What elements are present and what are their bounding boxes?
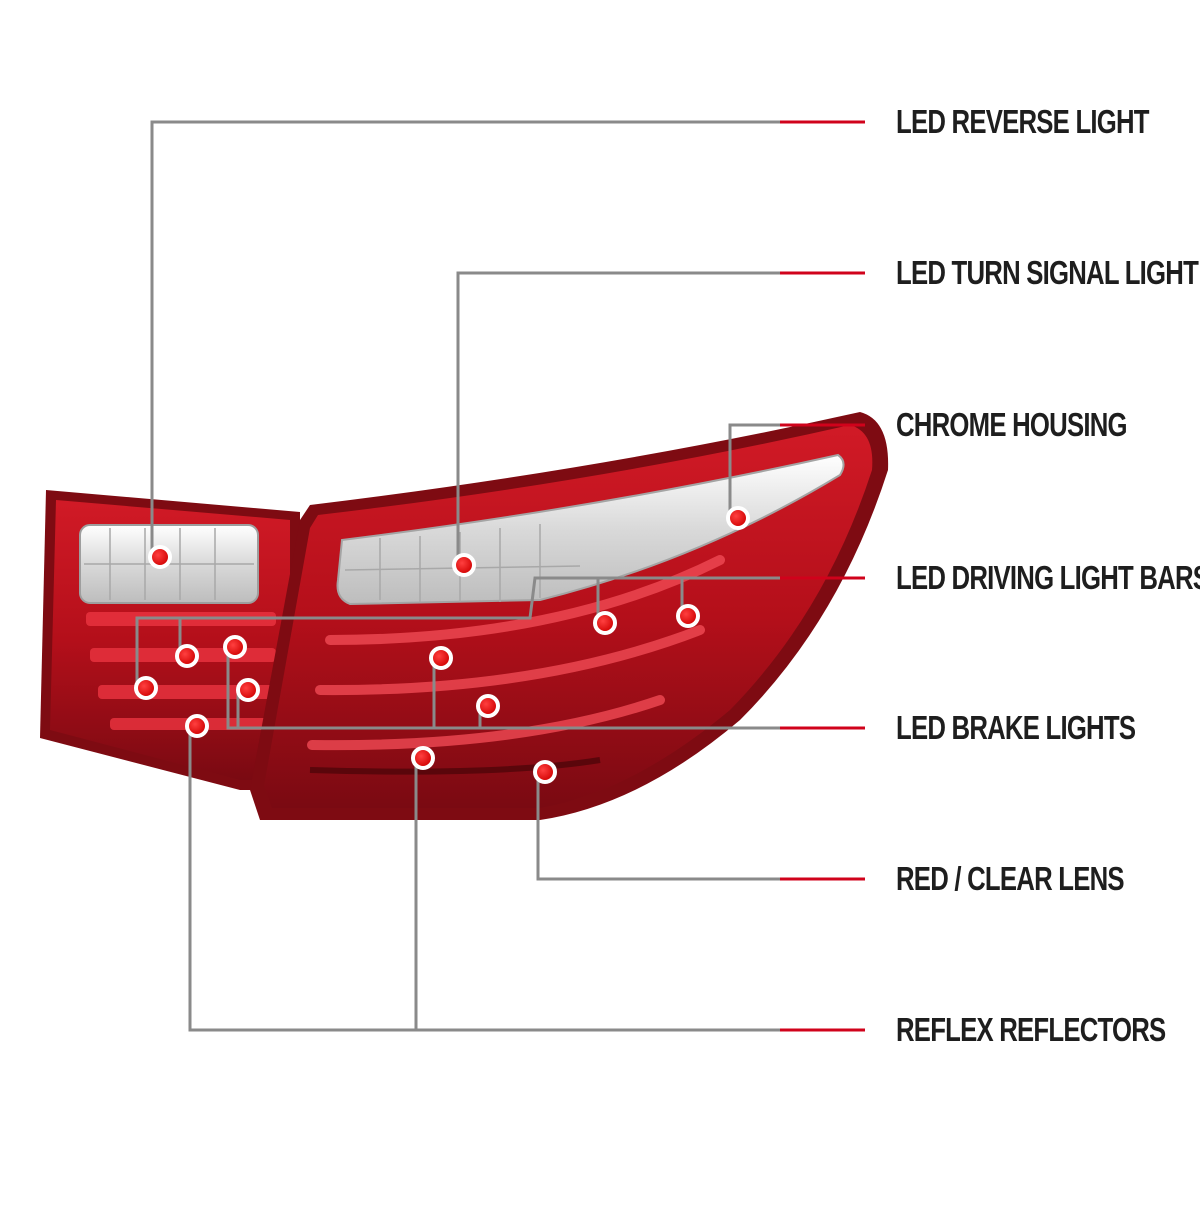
callout-dot-icon bbox=[593, 611, 617, 635]
right-led-bars bbox=[307, 555, 725, 751]
label-red-clear-lens: RED / CLEAR LENS bbox=[896, 860, 1125, 897]
callout-dot-icon bbox=[185, 714, 209, 738]
callout-dot-icon bbox=[223, 635, 247, 659]
callout-dot-icon bbox=[676, 604, 700, 628]
callout-dot-icon bbox=[175, 644, 199, 668]
leader-accents bbox=[780, 120, 865, 1032]
callout-dot-icon bbox=[236, 678, 260, 702]
callout-dot-icon bbox=[726, 506, 750, 530]
label-led-brake-lights: LED BRAKE LIGHTS bbox=[896, 709, 1136, 746]
label-led-driving-light-bars: LED DRIVING LIGHT BARS bbox=[896, 559, 1200, 596]
callout-dot-icon bbox=[452, 553, 476, 577]
label-led-turn-signal-light: LED TURN SIGNAL LIGHT bbox=[896, 254, 1199, 291]
label-led-reverse-light: LED REVERSE LIGHT bbox=[896, 103, 1150, 140]
callout-dot-icon bbox=[476, 694, 500, 718]
leader-brake bbox=[226, 648, 860, 730]
lamp-lower-edge bbox=[309, 757, 601, 775]
callout-dot-icon bbox=[533, 760, 557, 784]
callout-dot-icon bbox=[429, 646, 453, 670]
callout-dot-icon bbox=[148, 545, 172, 569]
right-tail-lamp bbox=[250, 412, 889, 820]
callout-markers bbox=[134, 506, 750, 784]
label-chrome-housing: CHROME HOUSING bbox=[896, 406, 1128, 443]
label-reflex-reflectors: REFLEX REFLECTORS bbox=[896, 1011, 1166, 1048]
callout-dot-icon bbox=[411, 746, 435, 770]
callout-dot-icon bbox=[134, 676, 158, 700]
